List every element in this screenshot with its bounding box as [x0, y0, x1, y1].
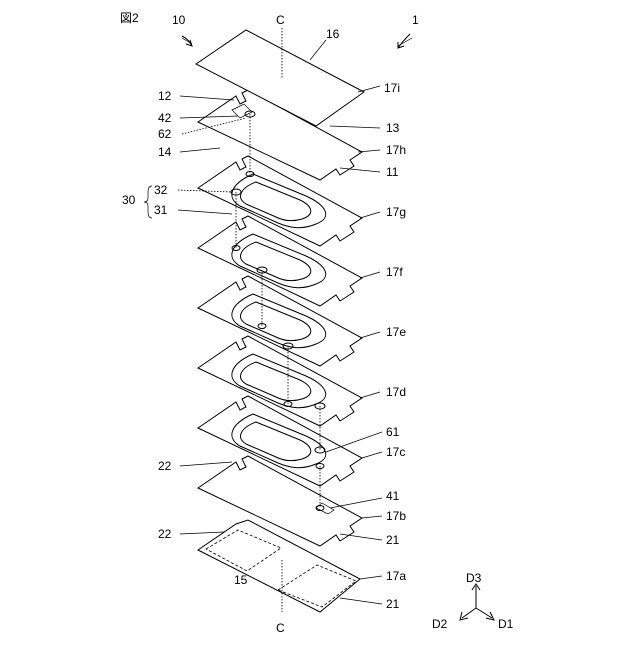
label-17b: 17b	[386, 509, 406, 523]
axis-d2: D2	[432, 617, 448, 631]
label-22-upper: 22	[158, 459, 172, 473]
label-22-lower: 22	[158, 527, 172, 541]
axis-d1: D1	[498, 617, 514, 631]
label-c-top: C	[276, 13, 285, 27]
figure-label: 図2	[120, 11, 139, 25]
label-42: 42	[158, 111, 172, 125]
label-17a: 17a	[386, 569, 406, 583]
label-31: 31	[154, 203, 168, 217]
label-11: 11	[386, 165, 399, 179]
label-41: 41	[386, 489, 400, 503]
label-61: 61	[386, 425, 400, 439]
label-15: 15	[234, 573, 248, 587]
label-21-lower: 21	[386, 597, 400, 611]
brace-30	[144, 186, 152, 218]
label-17c: 17c	[386, 445, 405, 459]
axis-d3: D3	[466, 571, 482, 585]
label-17e: 17e	[386, 325, 406, 339]
label-32: 32	[154, 183, 168, 197]
label-17g: 17g	[386, 205, 406, 219]
label-62: 62	[158, 127, 172, 141]
label-30: 30	[122, 193, 136, 207]
label-17i: 17i	[384, 81, 400, 95]
arrow-1	[398, 34, 410, 48]
label-14: 14	[158, 145, 172, 159]
label-17h: 17h	[386, 143, 406, 157]
label-17d: 17d	[386, 385, 406, 399]
label-c-bottom: C	[276, 621, 285, 635]
label-21-upper: 21	[386, 533, 400, 547]
label-12: 12	[158, 89, 172, 103]
direction-axes: D3 D2 D1	[432, 571, 514, 631]
label-10: 10	[172, 13, 186, 27]
label-13: 13	[386, 121, 400, 135]
label-17f: 17f	[386, 265, 403, 279]
label-1: 1	[412, 13, 419, 27]
label-16: 16	[326, 27, 340, 41]
